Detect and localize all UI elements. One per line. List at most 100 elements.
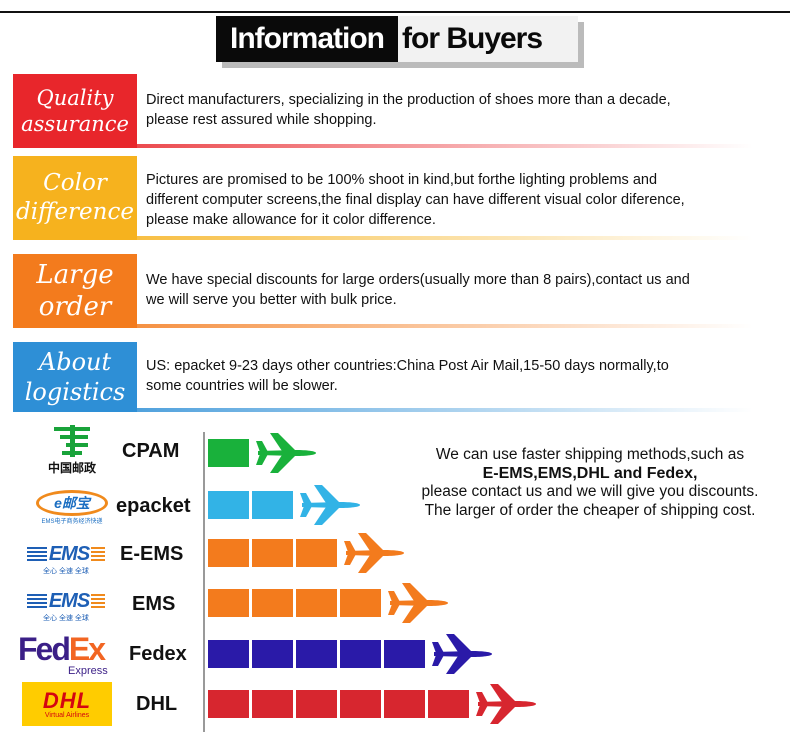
title-part-2: for Buyers: [398, 16, 578, 62]
bar-segment: [428, 690, 469, 718]
airplane-icon: [476, 682, 538, 726]
info-label: Color difference: [13, 156, 137, 240]
info-row-logistics: About logistics US: epacket 9-23 days ot…: [13, 342, 790, 414]
label-line-2: assurance: [21, 112, 129, 136]
ems-logo-icon: EMS 全心 全速 全球: [20, 587, 112, 625]
china-post-logo-icon: 中国邮政: [32, 420, 112, 478]
airplane-icon: [256, 431, 318, 475]
label-line-1: About: [38, 348, 112, 376]
info-row-quality: Quality assurance Direct manufacturers, …: [13, 74, 790, 150]
bar-segment: [208, 539, 249, 567]
label-line-2: difference: [16, 199, 134, 225]
speed-bar-e-ems: [208, 539, 340, 567]
bar-segment: [340, 640, 381, 668]
bar-segment: [296, 640, 337, 668]
shipping-note-line-1: We can use faster shipping methods,such …: [435, 446, 745, 463]
airplane-icon: [388, 581, 450, 625]
bar-segment: [296, 690, 337, 718]
china-post-logo-text: 中国邮政: [47, 460, 96, 475]
bar-segment: [252, 491, 293, 519]
bar-segment: [340, 690, 381, 718]
ems-logo-icon: EMS 全心 全速 全球: [20, 540, 112, 578]
dhl-logo-subtext: Virtual Airlines: [44, 711, 90, 719]
info-text: Direct manufacturers, specializing in th…: [146, 90, 671, 130]
ems-logo-subtext: 全心 全速 全球: [43, 567, 89, 575]
label-line-2: order: [38, 292, 112, 322]
info-line: some countries will be slower.: [146, 378, 338, 394]
title-banner: Information for Buyers: [216, 16, 578, 62]
bar-segment: [208, 439, 249, 467]
fedex-express-text: Express: [68, 665, 108, 677]
epacket-oval: e邮宝: [36, 489, 108, 516]
label-line-1: Color: [43, 170, 107, 197]
fedex-wordmark: Fed Ex: [18, 631, 106, 667]
ems-stripes: [91, 547, 106, 561]
info-line: please make allowance for it color diffe…: [146, 212, 436, 228]
top-rule: [0, 11, 790, 13]
ems-logo-text: EMS: [48, 542, 90, 565]
info-line: US: epacket 9-23 days other countries:Ch…: [146, 358, 669, 374]
info-label: Large order: [13, 254, 137, 328]
china-post-emblem-icon: [54, 424, 90, 457]
carrier-name-cpam: CPAM: [122, 440, 180, 462]
info-text: US: epacket 9-23 days other countries:Ch…: [146, 356, 669, 396]
info-line: we will serve you better with bulk price…: [146, 292, 397, 308]
ems-logo-text: EMS: [48, 589, 90, 612]
title-part-1: Information: [216, 16, 398, 62]
dhl-logo-text: DHL: [42, 687, 92, 713]
fedex-ex-text: Ex: [68, 631, 106, 667]
ems-mark: EMS: [26, 542, 106, 566]
epacket-logo-icon: e邮宝 EMS电子商务经济快递: [30, 486, 114, 528]
carrier-name-dhl: DHL: [136, 693, 178, 715]
airplane-icon: [300, 483, 362, 527]
info-row-color: Color difference Pictures are promised t…: [13, 156, 790, 242]
label-line-1: Large: [36, 259, 114, 290]
shipping-note-line-4: The larger of order the cheaper of shipp…: [424, 501, 756, 519]
epacket-logo-text: e邮宝: [54, 494, 90, 511]
airplane-icon: [432, 632, 494, 676]
ems-mark: EMS: [26, 589, 106, 613]
bar-segment: [208, 690, 249, 718]
info-line: different computer screens,the final dis…: [146, 192, 685, 208]
label-line-2: logistics: [24, 378, 126, 406]
bar-segment: [252, 589, 293, 617]
carrier-name-ems: EMS: [132, 593, 176, 615]
ems-stripes: [26, 547, 47, 561]
info-underline: [13, 144, 753, 148]
airplane-icon: [344, 531, 406, 575]
shipping-note: We can use faster shipping methods,such …: [392, 446, 788, 520]
chart-axis: [203, 432, 205, 732]
speed-bar-fedex: [208, 640, 428, 668]
bar-segment: [252, 640, 293, 668]
info-underline: [13, 324, 753, 328]
info-line: Pictures are promised to be 100% shoot i…: [146, 172, 658, 188]
bar-segment: [252, 690, 293, 718]
info-line: We have special discounts for large orde…: [146, 272, 690, 288]
info-underline: [13, 408, 753, 412]
carrier-name-e-ems: E-EMS: [120, 543, 184, 565]
ems-logo-subtext: 全心 全速 全球: [43, 614, 89, 622]
shipping-note-line-3: please contact us and we will give you d…: [421, 483, 759, 500]
speed-bar-ems: [208, 589, 384, 617]
label-line-1: Quality: [36, 85, 114, 110]
info-text: Pictures are promised to be 100% shoot i…: [146, 170, 685, 230]
bar-segment: [208, 589, 249, 617]
info-row-large-order: Large order We have special discounts fo…: [13, 254, 790, 330]
epacket-logo-subtext: EMS电子商务经济快递: [41, 518, 103, 525]
speed-bar-dhl: [208, 690, 472, 718]
bar-segment: [296, 589, 337, 617]
ems-stripes: [91, 594, 106, 608]
info-underline: [13, 236, 753, 240]
info-label: Quality assurance: [13, 74, 137, 148]
bar-segment: [296, 539, 337, 567]
carrier-name-epacket: epacket: [116, 495, 191, 517]
bar-segment: [384, 690, 425, 718]
bar-segment: [384, 640, 425, 668]
info-label: About logistics: [13, 342, 137, 412]
dhl-logo-icon: DHL Virtual Airlines: [22, 682, 112, 726]
info-text: We have special discounts for large orde…: [146, 270, 690, 310]
ems-stripes: [26, 594, 47, 608]
speed-bar-cpam: [208, 439, 252, 467]
bar-segment: [208, 640, 249, 668]
fedex-logo-icon: Fed Ex Express: [18, 632, 122, 678]
